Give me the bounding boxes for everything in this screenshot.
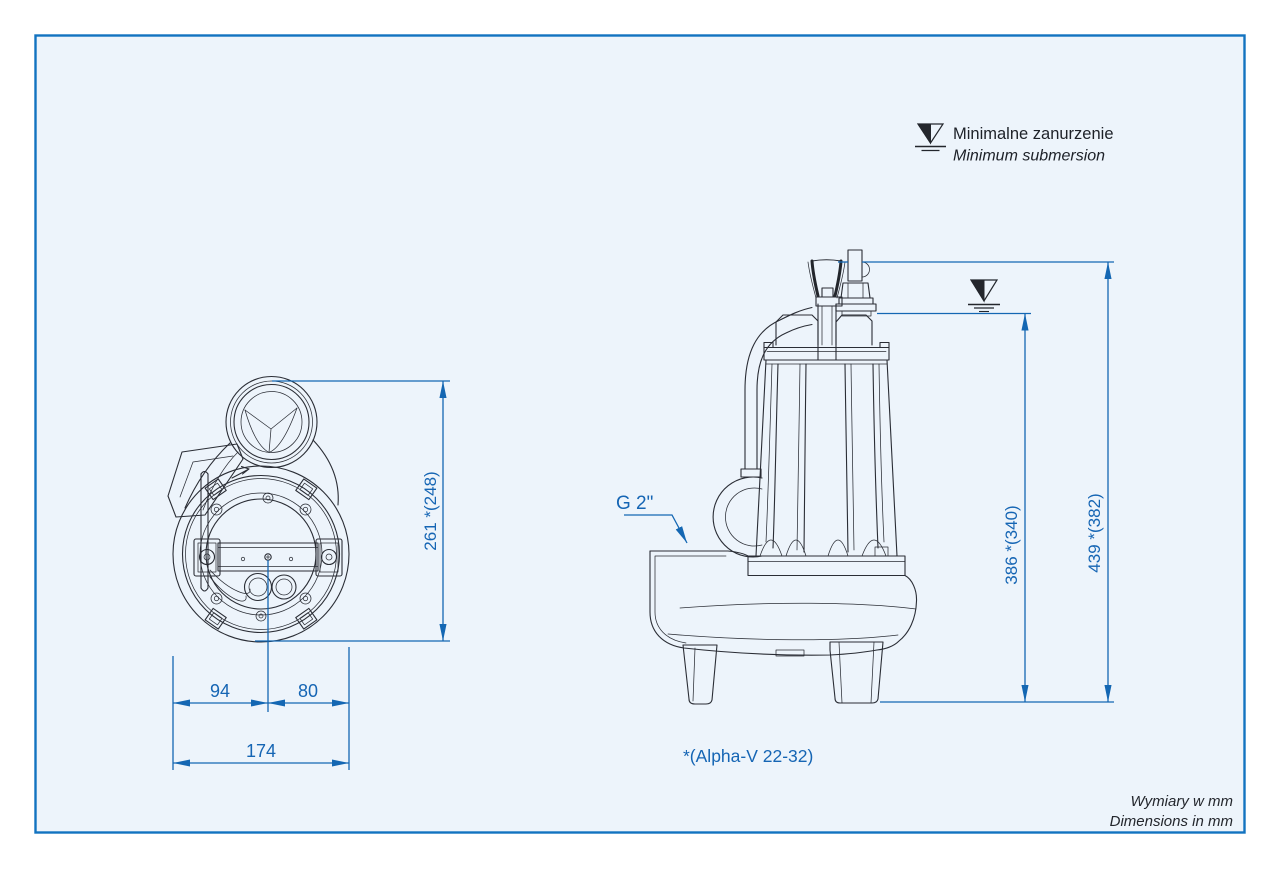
footer-text-pl: Wymiary w mm <box>1131 793 1233 810</box>
footer-text-en: Dimensions in mm <box>1110 813 1233 830</box>
side-motor-housing <box>755 359 898 557</box>
side-handle <box>807 259 846 307</box>
discharge-port-callout: G 2" <box>616 493 688 544</box>
legend-text-en: Minimum submersion <box>953 148 1105 165</box>
side-submersion-dimension: 386 *(340) <box>877 312 1031 702</box>
front-width-total-label: 174 <box>246 741 276 761</box>
side-top-cover <box>775 303 873 361</box>
legend: Minimalne zanurzenie Minimum submersion <box>915 123 1114 165</box>
side-volute-casing <box>649 550 918 657</box>
variant-note-label: *(Alpha-V 22-32) <box>683 746 813 766</box>
front-width-left-label: 94 <box>210 681 230 701</box>
dimension-annotations: 261 *(248) 94 80 174 439 *(382) 386 *(34… <box>172 261 1114 770</box>
front-height-dimension-label: 261 *(248) <box>421 471 440 550</box>
discharge-size-label: G 2" <box>616 493 653 514</box>
side-view-pump-drawing <box>649 249 918 705</box>
front-discharge-port <box>184 375 339 511</box>
side-float-guide <box>712 306 813 558</box>
front-width-dimensions: 94 80 174 <box>172 560 350 770</box>
side-cable-gland <box>835 249 877 317</box>
front-height-dimension: 261 *(248) <box>255 380 450 642</box>
front-rotation-arrow-icon <box>231 465 250 479</box>
front-view-pump-drawing <box>167 375 350 643</box>
legend-text-pl: Minimalne zanurzenie <box>953 125 1114 143</box>
front-float-bracket <box>167 443 251 602</box>
front-width-right-label: 80 <box>298 681 318 701</box>
side-submersion-dimension-label: 386 *(340) <box>1002 505 1021 584</box>
water-level-symbol-legend <box>915 123 946 152</box>
side-height-dimension-label: 439 *(382) <box>1085 493 1104 572</box>
front-cable-glands <box>243 572 297 602</box>
side-feet <box>682 641 884 705</box>
front-flange-clamps <box>204 478 318 630</box>
side-height-dimension: 439 *(382) <box>838 261 1114 703</box>
water-level-symbol-drawing <box>968 279 1000 313</box>
footer-units-note: Wymiary w mm Dimensions in mm <box>1110 793 1233 830</box>
side-seal-band <box>747 555 906 577</box>
front-flange-bolts <box>210 492 312 622</box>
